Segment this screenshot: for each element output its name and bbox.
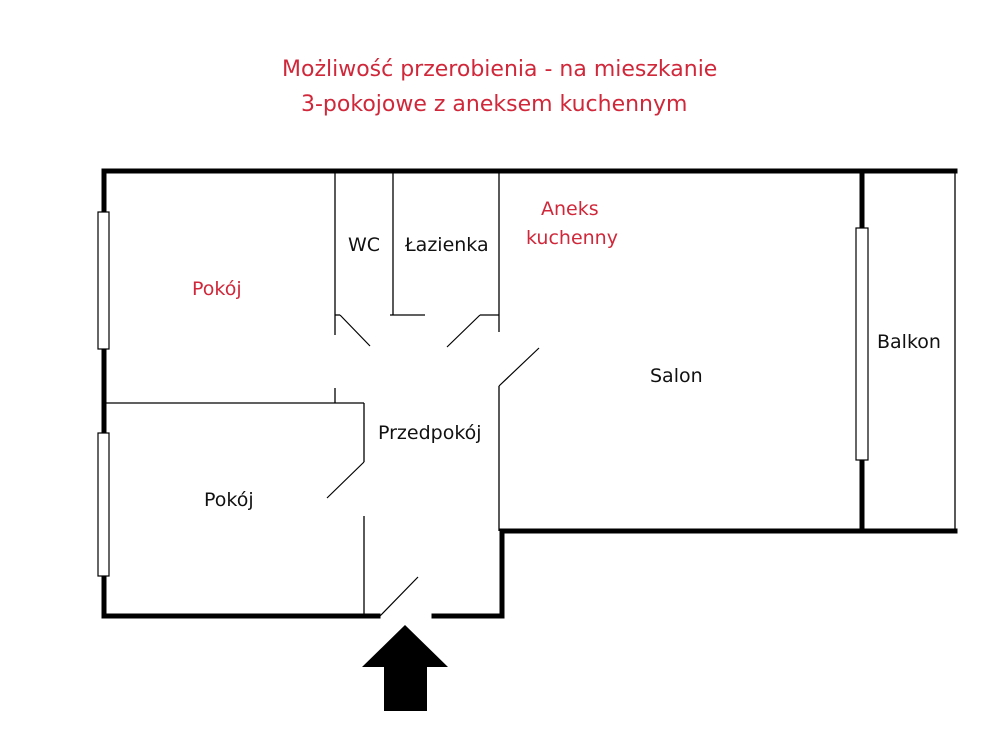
- doors: [326, 314, 540, 617]
- inner-walls: [104, 171, 956, 616]
- entrance-door: [379, 576, 419, 617]
- room-label-przedpokoj: Przedpokój: [378, 422, 482, 444]
- entrance-arrow-icon: [362, 625, 448, 711]
- balcony-window: [855, 227, 869, 461]
- title-line-1: Możliwość przerobienia - na mieszkanie: [282, 57, 718, 82]
- room-label-balkon: Balkon: [877, 331, 941, 353]
- room-label-pokoj-bottom: Pokój: [204, 489, 254, 511]
- wc-door: [339, 314, 371, 347]
- room-label-pokoj-top: Pokój: [192, 278, 242, 300]
- room-label-aneks-1: Aneks: [541, 198, 599, 220]
- window-bottom-room: [97, 432, 110, 577]
- windows: [97, 211, 869, 577]
- room-label-salon: Salon: [650, 365, 703, 387]
- bathroom-door: [446, 314, 481, 348]
- room-label-lazienka: Łazienka: [405, 234, 489, 256]
- room-label-wc: WC: [348, 234, 381, 256]
- room-door: [326, 461, 365, 499]
- title-line-2: 3-pokojowe z aneksem kuchennym: [301, 92, 688, 117]
- salon-door: [498, 347, 540, 387]
- window-top-room: [97, 211, 110, 350]
- room-label-aneks-2: kuchenny: [526, 227, 618, 249]
